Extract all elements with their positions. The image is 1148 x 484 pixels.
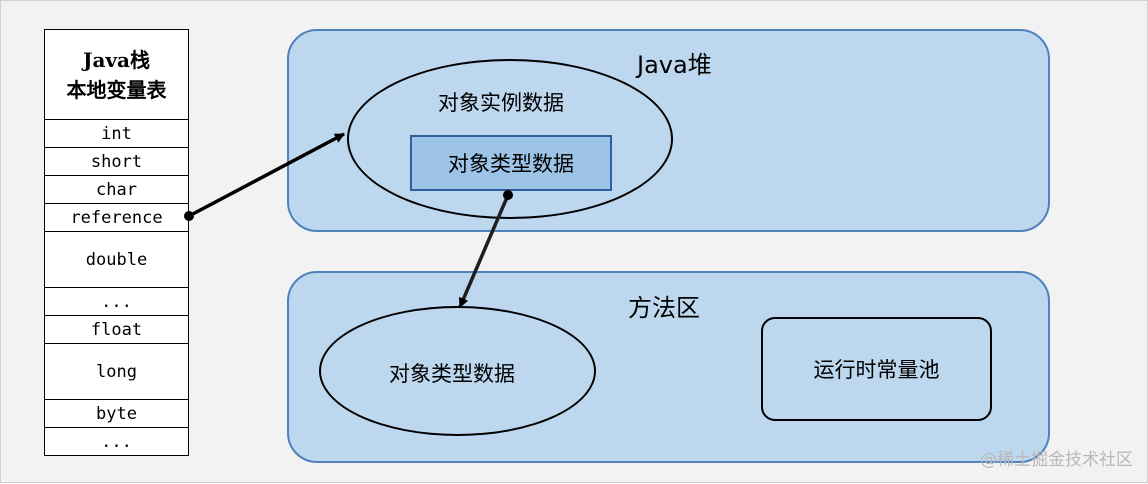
runtime-constant-pool-box: 运行时常量池 (761, 317, 992, 421)
method-area-type-ellipse (319, 306, 596, 436)
type-pointer-arrow (458, 194, 510, 308)
method-area-type-label: 对象类型数据 (389, 362, 515, 386)
slot-reference: reference (45, 204, 188, 232)
local-variable-table-title: 本地变量表 (66, 77, 167, 102)
slot-float: float (45, 316, 188, 344)
java-heap-title: Java堆 (637, 51, 712, 79)
slot-byte: byte (45, 400, 188, 428)
object-instance-label: 对象实例数据 (438, 91, 564, 115)
slot-short: short (45, 148, 188, 176)
slot-long: long (45, 344, 188, 400)
java-stack-title: Java栈 (82, 47, 150, 72)
slot-char: char (45, 176, 188, 204)
reference-pointer-dot (184, 211, 194, 221)
java-stack-table: Java栈 本地变量表 int short char reference dou… (44, 29, 189, 456)
type-pointer-dot (503, 190, 513, 200)
java-stack-header: Java栈 本地变量表 (45, 30, 188, 120)
method-area-title: 方法区 (628, 294, 700, 322)
slot-int: int (45, 120, 188, 148)
slot-ellipsis-end: ... (101, 431, 132, 452)
reference-pointer-arrow (188, 132, 345, 218)
slot-ellipsis: ... (45, 288, 188, 316)
watermark: @稀土掘金技术社区 (980, 450, 1133, 470)
heap-object-type-box: 对象类型数据 (410, 135, 612, 191)
slot-double: double (45, 232, 188, 288)
